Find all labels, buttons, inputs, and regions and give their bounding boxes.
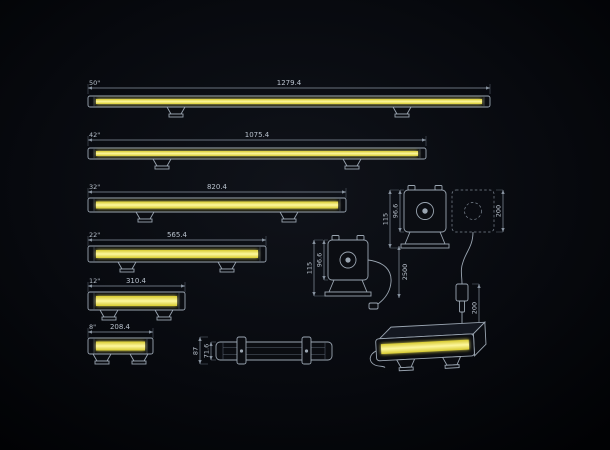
height-label-96: 96.6 [316,253,324,267]
bar-length-label: 1279.4 [277,79,302,87]
height-label-115: 115 [382,213,390,225]
depth-dimension-87 [198,336,208,365]
lightbar-22in: 22" 565.4 [87,231,267,273]
height-label-96: 96.6 [392,204,400,218]
led-strip [96,250,258,258]
mounting-bracket-left [99,309,119,321]
lightbar-32in: 32" 820.4 [87,183,347,223]
connector-sleeve [459,300,465,313]
offset-label-200: 200 [495,205,503,217]
bracket-crossbar-right [301,336,312,365]
led-strip [96,151,418,156]
mounting-foot-left [395,358,416,372]
bar-length-label: 1075.4 [245,131,270,139]
mounting-bracket-right [217,261,237,273]
mounting-bracket-right [392,106,412,118]
end-view-upper: 115 96.6 200 [382,185,505,285]
depth-label-87: 87 [192,347,200,355]
dimension-line [87,84,491,94]
bolt-dot [345,257,351,263]
bar-housing [87,95,491,108]
lens-circle [416,202,434,220]
dimension-line [87,188,347,198]
dimension-line [87,282,186,292]
led-strip [96,296,177,306]
end-view-lower: 115 96.6 2500 [306,235,409,310]
projection-outline [451,189,495,233]
mounting-bracket-right [342,158,362,170]
top-view-housing [215,341,333,361]
mounting-bracket-left [135,211,155,223]
mounting-bracket [324,279,372,297]
offset-dimension-200 [496,189,505,233]
bar-housing [87,147,427,160]
mounting-bracket [400,231,450,249]
bar-length-label: 565.4 [167,231,188,239]
lens-circle [339,251,357,269]
bar-length-label: 310.4 [126,277,147,285]
lightbar-8in: 8" 208.4 [87,323,154,365]
bar-length-label: 208.4 [110,323,131,331]
pigtail-cable [369,350,386,368]
end-view-body [327,235,369,281]
depth-label-71: 71.6 [203,344,211,358]
bar-housing [87,197,347,213]
mounting-bracket-right [154,309,174,321]
mounting-bracket-right [279,211,299,223]
bar-housing [87,245,267,263]
dimension-line [87,236,267,246]
connector-plug [455,283,469,302]
mounting-foot-right [441,356,462,369]
bar-size-label: 22" [89,231,100,239]
cable-label-2500: 2500 [401,264,409,281]
led-strip [380,339,470,355]
height-label-115: 115 [306,262,314,274]
power-cable [460,231,474,285]
height-dimension-96 [322,239,328,281]
led-strip [96,341,145,351]
cable-connector [368,302,379,310]
end-view-body [403,185,447,233]
bar-housing [87,291,186,311]
bar-housing [87,337,154,355]
mounting-bracket-right [129,353,149,365]
bar-size-label: 12" [89,277,100,285]
dimension-line [87,136,427,146]
power-cable [367,259,392,307]
dimension-line [87,328,154,338]
bracket-crossbar-left [236,336,247,365]
height-dimension-115 [312,239,325,297]
bar-size-label: 42" [89,131,100,139]
height-dimension-96 [398,189,404,233]
bar-size-label: 8" [89,323,96,331]
mounting-bracket-left [117,261,137,273]
led-strip [96,201,338,209]
mounting-bracket-left [166,106,186,118]
lightbar-42in: 42" 1075.4 [87,131,427,170]
lightbar-50in: 50" 1279.4 [87,79,491,118]
mounting-bracket-left [152,158,172,170]
top-view: 87 71.6 [192,336,333,365]
connector-label-200: 200 [471,302,479,314]
perspective-view [369,321,487,372]
bar-length-label: 820.4 [207,183,228,191]
mounting-bracket-left [92,353,112,365]
bar-size-label: 32" [89,183,100,191]
led-strip [96,99,482,104]
depth-dimension-71 [209,341,216,361]
bar-size-label: 50" [89,79,100,87]
bolt-dot [422,208,428,214]
lightbar-12in: 12" 310.4 [87,277,186,321]
